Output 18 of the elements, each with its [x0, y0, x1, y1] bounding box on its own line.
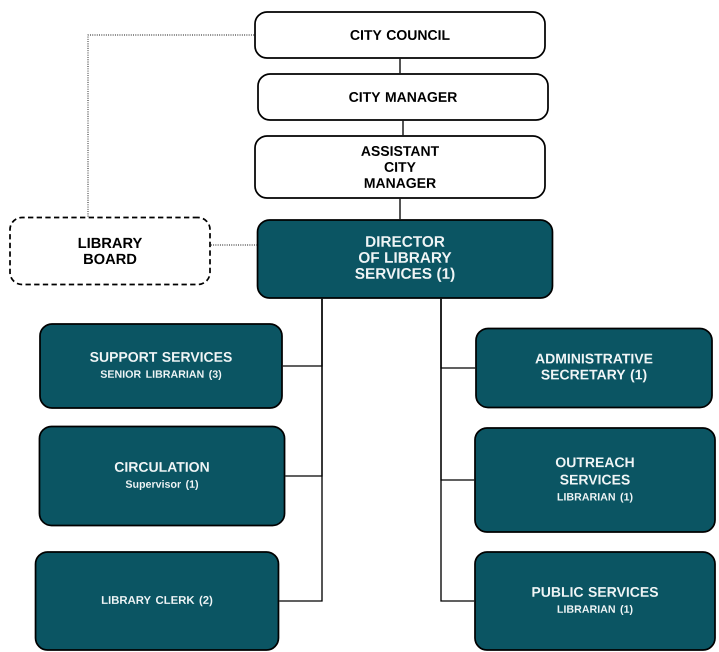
- connector-line: [279, 298, 323, 602]
- position-box: ADMINISTRATIVE SECRETARY (1): [475, 328, 713, 408]
- position-box: PUBLIC SERVICES LIBRARIAN (1): [474, 551, 716, 651]
- connector-line: [402, 120, 404, 136]
- connector-line: [440, 298, 474, 602]
- position-box: CITY COUNCIL: [254, 11, 546, 59]
- position-box: OUTREACH SERVICES LIBRARIAN (1): [474, 427, 716, 533]
- position-box: LIBRARY CLERK (2): [34, 551, 280, 651]
- position-box: CIRCULATION Supervisor (1): [38, 426, 286, 526]
- connector-line: [399, 198, 401, 220]
- board-box: LIBRARY BOARD: [9, 216, 211, 286]
- position-box: CITY MANAGER: [257, 73, 549, 121]
- connector-line: [399, 58, 401, 74]
- connector-line: [88, 34, 255, 218]
- connector-line: [210, 244, 258, 246]
- position-box: DIRECTOR OF LIBRARY SERVICES (1): [256, 219, 554, 299]
- position-box: ASSISTANT CITY MANAGER: [254, 135, 546, 199]
- position-box: SUPPORT SERVICES SENIOR LIBRARIAN (3): [39, 323, 283, 409]
